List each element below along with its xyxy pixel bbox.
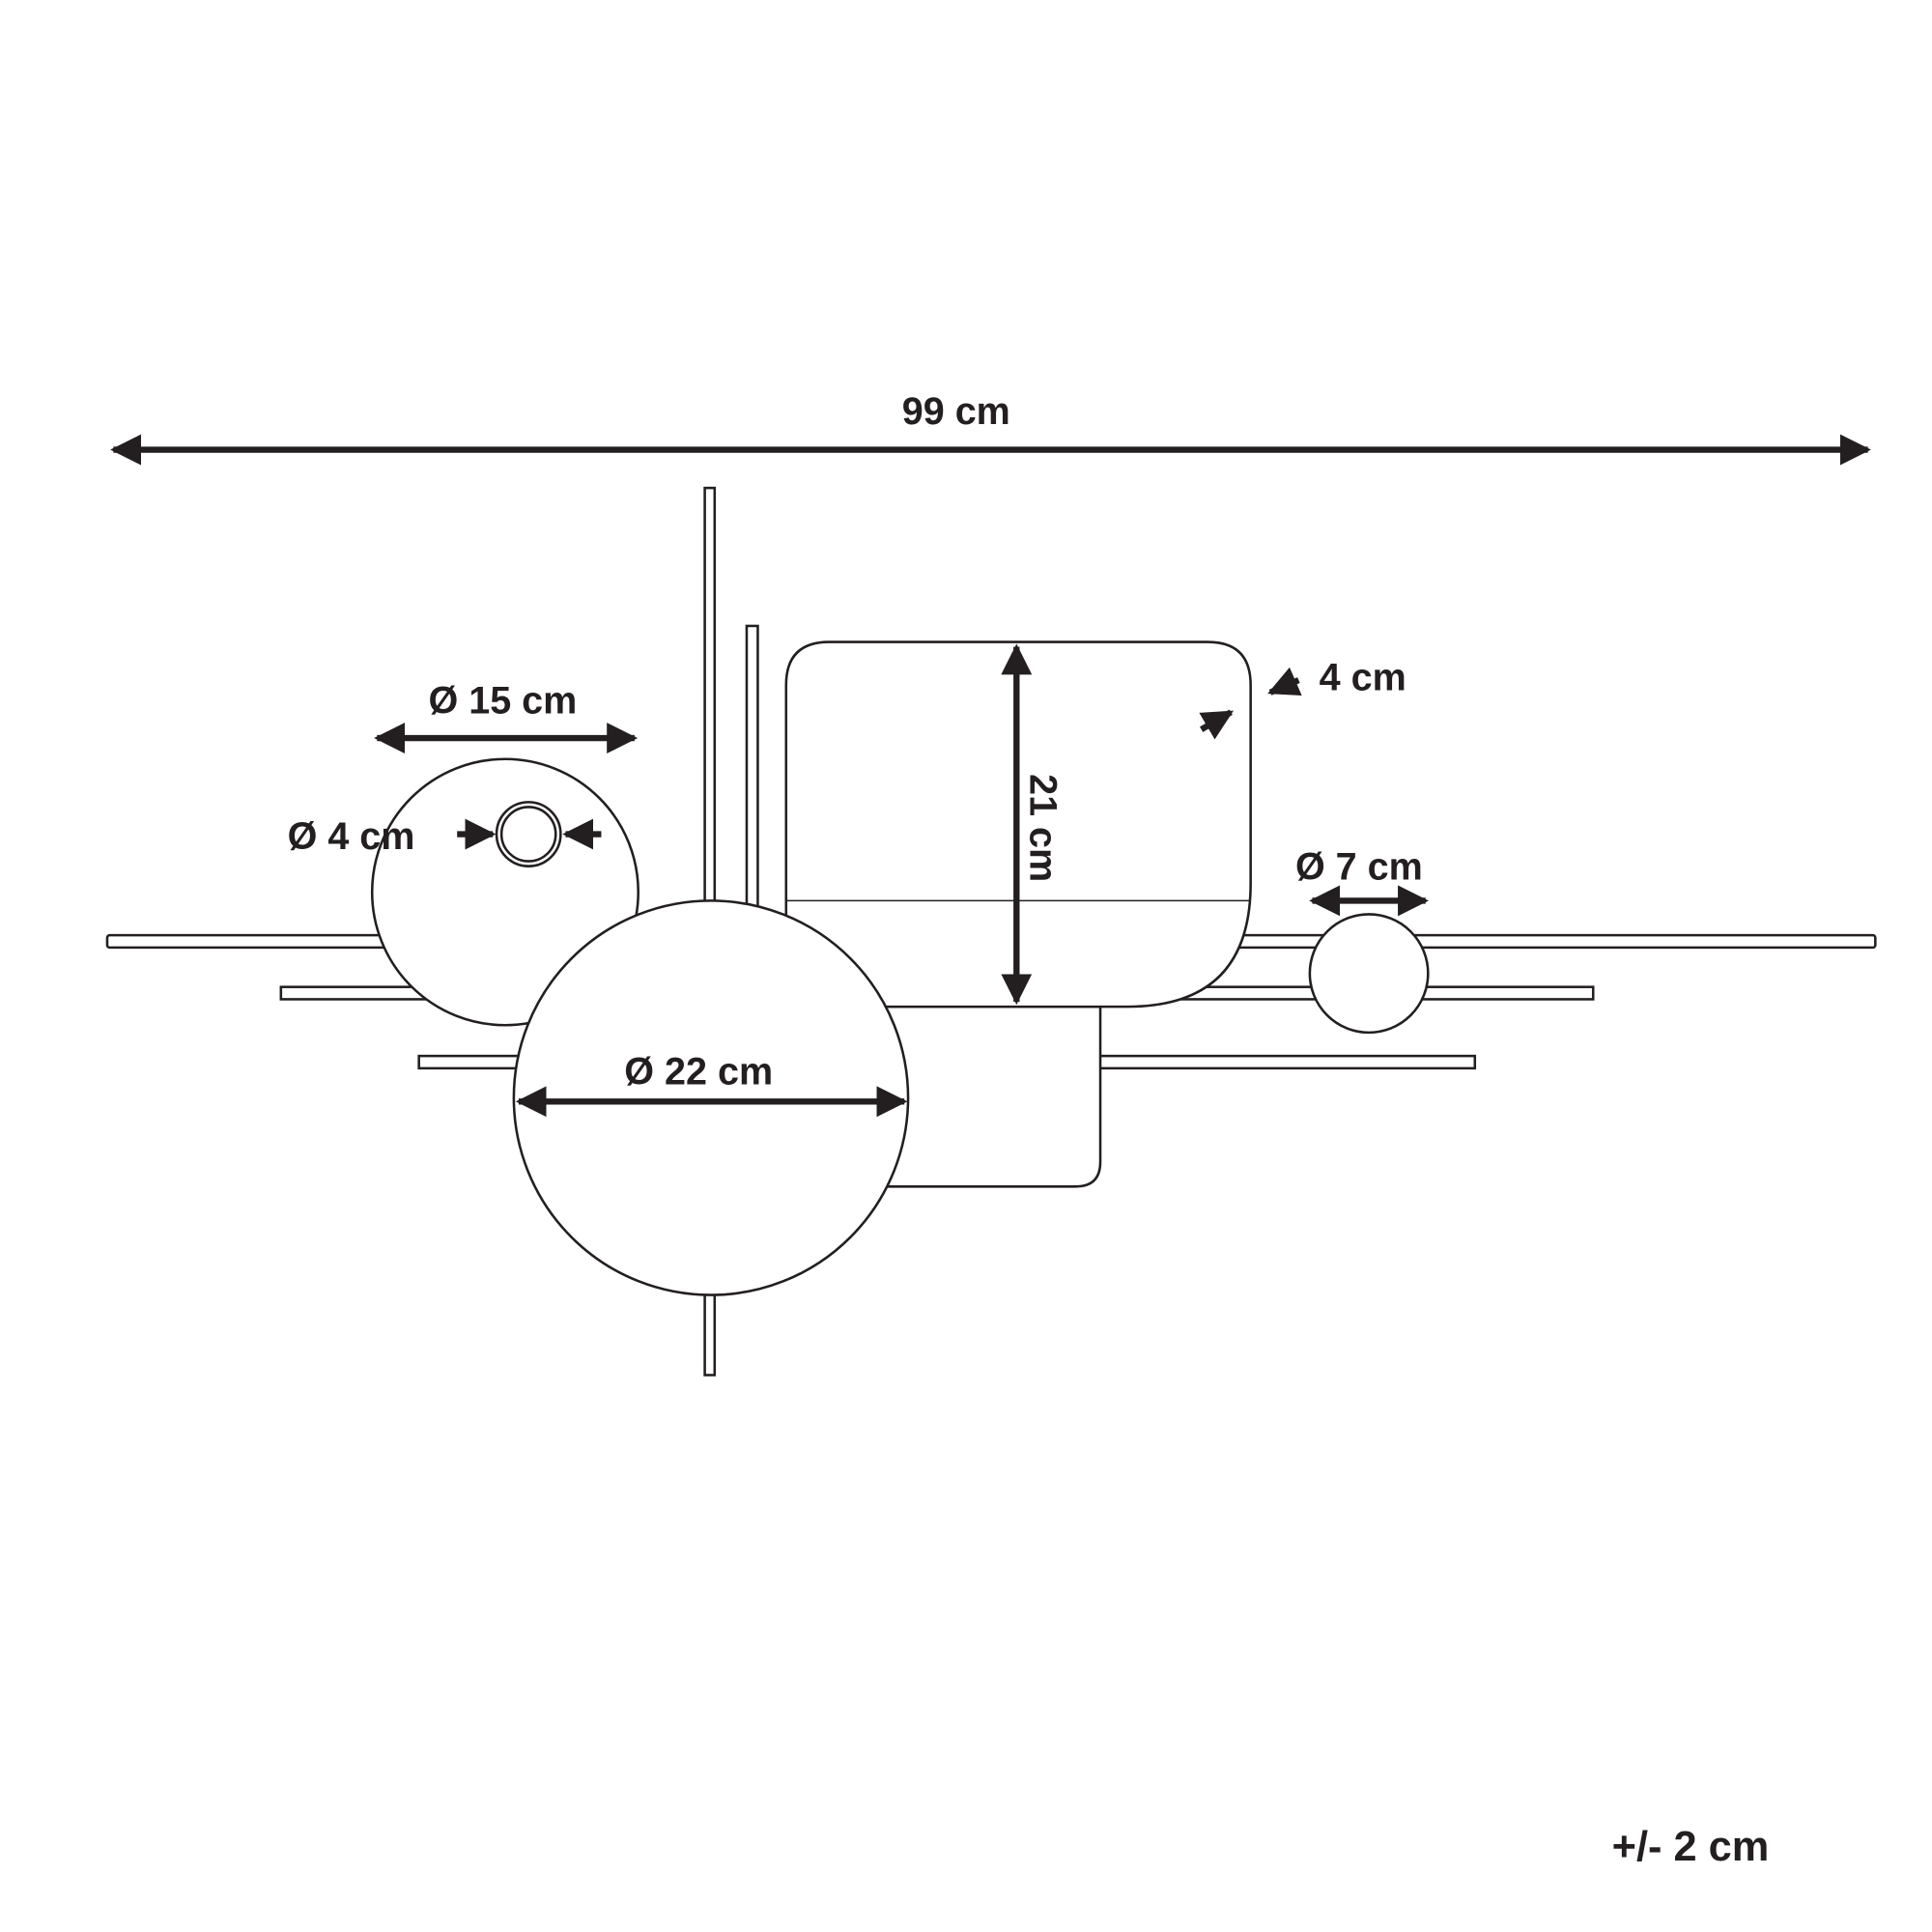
hole-label: Ø 4 cm (288, 815, 415, 858)
panel-depth-label: 4 cm (1320, 656, 1406, 698)
disc-22cm (512, 899, 910, 1296)
tolerance-label: +/- 2 cm (1612, 1824, 1770, 1870)
vertical-rod-2 (745, 624, 759, 923)
disc-22-label: Ø 22 cm (624, 1050, 773, 1093)
disc-7cm (1308, 913, 1430, 1035)
depth-arrow-inner (1199, 709, 1234, 740)
total-width-label: 99 cm (902, 390, 1010, 433)
disc-15-label: Ø 15 cm (428, 680, 577, 723)
disc-7-label: Ø 7 cm (1295, 846, 1423, 889)
depth-arrow-outer (1267, 667, 1302, 696)
panel-height-label: 21 cm (1021, 774, 1064, 882)
hole-inner (499, 806, 557, 863)
